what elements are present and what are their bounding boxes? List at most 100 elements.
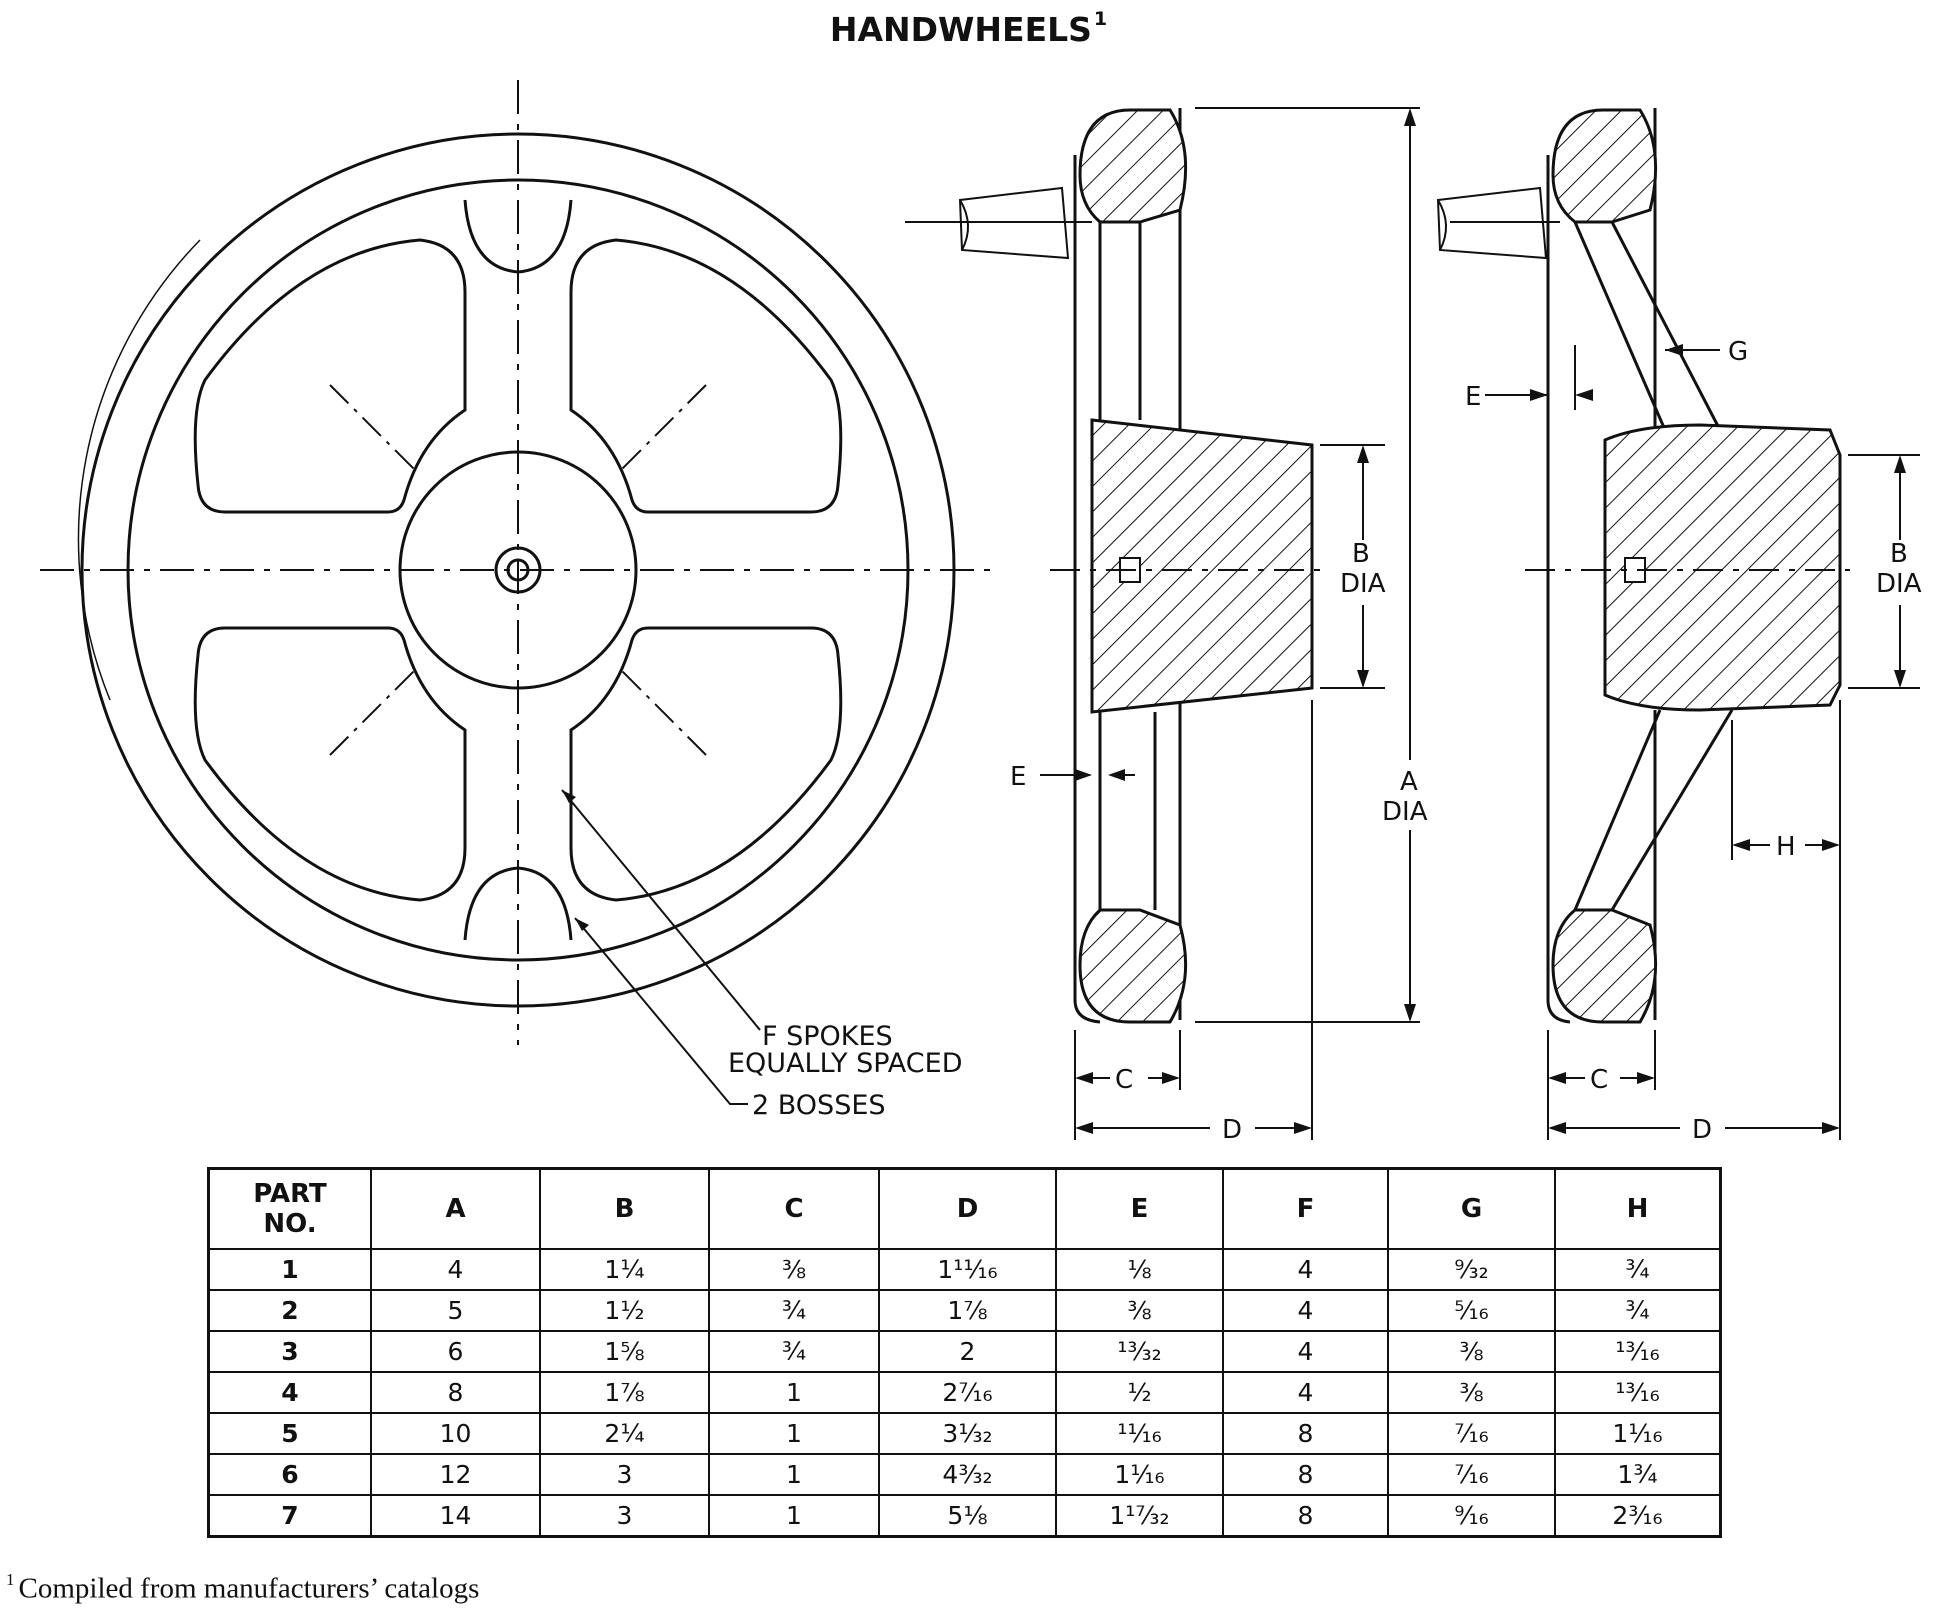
cell-a: 6 bbox=[370, 1330, 541, 1373]
col-header-g: G bbox=[1387, 1167, 1556, 1250]
title-text: HANDWHEELS bbox=[829, 10, 1092, 49]
window-upper-right bbox=[569, 238, 843, 514]
footnote-ref: 1 bbox=[6, 1570, 15, 1589]
cell-part: 4 bbox=[207, 1371, 372, 1414]
hub2-section bbox=[1603, 423, 1842, 712]
label-b-2: B bbox=[1890, 539, 1908, 569]
label-e-2: E bbox=[1465, 382, 1481, 412]
cell-c: 1 bbox=[708, 1453, 880, 1496]
cell-a: 4 bbox=[370, 1248, 541, 1291]
rim-section-top bbox=[1078, 108, 1188, 224]
front-view bbox=[40, 80, 990, 1105]
label-g: G bbox=[1728, 337, 1748, 367]
cell-h: 1¹⁄₁₆ bbox=[1554, 1412, 1722, 1455]
label-d-1: D bbox=[1222, 1115, 1242, 1145]
label-e-1: E bbox=[1010, 762, 1026, 792]
cell-f: 8 bbox=[1222, 1494, 1389, 1538]
section1-arrowheads bbox=[1075, 108, 1416, 1134]
hub-section bbox=[1090, 418, 1314, 714]
cell-b: 1⅞ bbox=[539, 1371, 710, 1414]
cell-e: 1¹⁄₁₆ bbox=[1055, 1453, 1224, 1496]
cell-b: 1½ bbox=[539, 1289, 710, 1332]
label-a-dia: DIA bbox=[1382, 797, 1428, 827]
cell-g: ⁵⁄₁₆ bbox=[1387, 1289, 1556, 1332]
spoke-centerlines bbox=[329, 384, 707, 756]
spokes-leader bbox=[561, 789, 761, 1031]
cell-c: ¾ bbox=[708, 1330, 880, 1373]
cell-a: 14 bbox=[370, 1494, 541, 1538]
cell-part: 5 bbox=[207, 1412, 372, 1455]
cell-g: ⁹⁄₃₂ bbox=[1387, 1248, 1556, 1291]
cell-f: 4 bbox=[1222, 1330, 1389, 1373]
cell-e: ⅜ bbox=[1055, 1289, 1224, 1332]
col-header-d: D bbox=[878, 1167, 1057, 1250]
cell-c: 1 bbox=[708, 1494, 880, 1538]
cell-a: 12 bbox=[370, 1453, 541, 1496]
label-dia-1: DIA bbox=[1340, 569, 1386, 599]
cell-c: ⅜ bbox=[708, 1248, 880, 1291]
cell-part: 1 bbox=[207, 1248, 372, 1291]
cell-e: 1¹⁷⁄₃₂ bbox=[1055, 1494, 1224, 1538]
cell-d: 2 bbox=[878, 1330, 1057, 1373]
cell-g: ⅜ bbox=[1387, 1371, 1556, 1414]
cell-d: 2⁷⁄₁₆ bbox=[878, 1371, 1057, 1414]
label-h: H bbox=[1776, 832, 1796, 862]
window-lower-left bbox=[193, 626, 467, 902]
cell-g: ⅜ bbox=[1387, 1330, 1556, 1373]
section2-arrowheads bbox=[1530, 344, 1906, 1134]
cell-h: 2³⁄₁₆ bbox=[1554, 1494, 1722, 1538]
section-view-straight bbox=[905, 107, 1420, 1140]
cell-part: 3 bbox=[207, 1330, 372, 1373]
cell-part: 2 bbox=[207, 1289, 372, 1332]
label-equally-spaced: EQUALLY SPACED bbox=[728, 1048, 963, 1079]
cell-a: 5 bbox=[370, 1289, 541, 1332]
cell-h: ¹³⁄₁₆ bbox=[1554, 1371, 1722, 1414]
bosses-leader bbox=[574, 917, 748, 1105]
col-header-a: A bbox=[370, 1167, 541, 1250]
front-centerlines bbox=[40, 80, 990, 1045]
cell-b: 2¼ bbox=[539, 1412, 710, 1455]
section-view-offset bbox=[1436, 108, 1920, 1140]
window-lower-right bbox=[569, 626, 843, 902]
col-header-part: PART NO. bbox=[207, 1167, 372, 1250]
col-header-c: C bbox=[708, 1167, 880, 1250]
footnote-text: Compiled from manufacturers’ catalogs bbox=[18, 1572, 480, 1605]
col-header-e: E bbox=[1055, 1167, 1224, 1250]
cell-e: ⅛ bbox=[1055, 1248, 1224, 1291]
col-header-f: F bbox=[1222, 1167, 1389, 1250]
cell-h: ¹³⁄₁₆ bbox=[1554, 1330, 1722, 1373]
col-header-h: H bbox=[1554, 1167, 1722, 1250]
title-footnote-ref: 1 bbox=[1093, 8, 1108, 30]
label-dia-2: DIA bbox=[1876, 569, 1922, 599]
label-b-1: B bbox=[1352, 539, 1370, 569]
cell-f: 4 bbox=[1222, 1289, 1389, 1332]
label-c-1: C bbox=[1115, 1065, 1133, 1095]
cell-b: 3 bbox=[539, 1494, 710, 1538]
cell-g: ⁷⁄₁₆ bbox=[1387, 1453, 1556, 1496]
cell-e: ¹¹⁄₁₆ bbox=[1055, 1412, 1224, 1455]
cell-d: 3¹⁄₃₂ bbox=[878, 1412, 1057, 1455]
label-bosses: 2 BOSSES bbox=[752, 1090, 886, 1121]
cell-f: 4 bbox=[1222, 1248, 1389, 1291]
cell-b: 1⅝ bbox=[539, 1330, 710, 1373]
cell-g: ⁷⁄₁₆ bbox=[1387, 1412, 1556, 1455]
table-header-row: PART NO. A B C D E F G H bbox=[207, 1167, 1722, 1250]
cell-a: 8 bbox=[370, 1371, 541, 1414]
cell-h: ¾ bbox=[1554, 1289, 1722, 1332]
cell-d: 1⅞ bbox=[878, 1289, 1057, 1332]
handwheel-drawing: F SPOKES EQUALLY SPACED 2 BOSSES bbox=[40, 80, 1922, 1145]
cell-c: 1 bbox=[708, 1371, 880, 1414]
cell-c: 1 bbox=[708, 1412, 880, 1455]
label-f-spokes: F SPOKES bbox=[762, 1021, 893, 1052]
label-d-2: D bbox=[1692, 1115, 1712, 1145]
cell-h: ¾ bbox=[1554, 1248, 1722, 1291]
col-header-b: B bbox=[539, 1167, 710, 1250]
